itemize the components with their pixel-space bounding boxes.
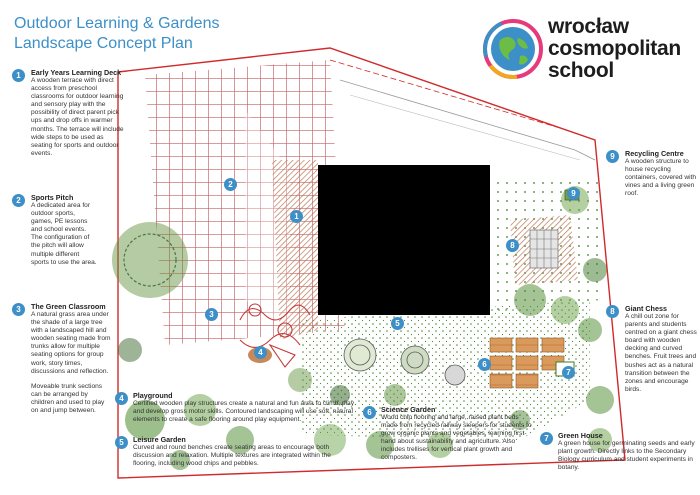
note-text: A wooden structure to house recycling co…: [625, 158, 697, 198]
note-playground: Playground Certified wooden play structu…: [133, 391, 363, 424]
note-badge-7: 7: [540, 432, 553, 445]
note-recycling-centre: Recycling Centre A wooden structure to h…: [625, 149, 697, 198]
plan-marker-6: 6: [478, 358, 491, 371]
lawn-area: [300, 300, 590, 440]
note-heading: Green House: [558, 431, 603, 440]
note-text: A natural grass area under the shade of …: [31, 311, 111, 375]
note-text: Curved and round benches create seating …: [133, 444, 331, 468]
play-structures: [239, 303, 311, 368]
trees: [112, 186, 614, 470]
note-heading: Playground: [133, 391, 173, 400]
globe-icon: [483, 19, 543, 79]
note-text: Wood chip flooring and large, raised pla…: [381, 414, 532, 462]
note-green-classroom: The Green Classroom A natural grass area…: [31, 302, 111, 415]
raised-beds: [489, 337, 565, 389]
learning-deck: [272, 160, 318, 340]
note-heading: Leisure Garden: [133, 435, 186, 444]
plan-marker-9: 9: [567, 187, 580, 200]
school-building: [318, 165, 490, 315]
note-heading: Early Years Learning Deck: [31, 68, 122, 77]
note-text-2: Moveable trunk sections can be arranged …: [31, 382, 105, 415]
note-text: A green house for germinating seeds and …: [558, 440, 695, 472]
logo-line-2: cosmopolitan: [548, 37, 681, 60]
note-badge-8: 8: [606, 305, 619, 318]
note-badge-2: 2: [12, 194, 25, 207]
note-badge-4: 4: [115, 392, 128, 405]
page-title-line-2: Landscape Concept Plan: [14, 35, 193, 52]
leisure-garden: [343, 338, 466, 386]
chess-board: [529, 229, 559, 269]
note-badge-9: 9: [606, 150, 619, 163]
note-text: A dedicated area for outdoor sports, gam…: [31, 202, 97, 266]
plan-marker-4: 4: [254, 346, 267, 359]
note-badge-6: 6: [363, 406, 376, 419]
logo-wordmark: wrocław cosmopolitan school: [548, 16, 681, 82]
plan-marker-8: 8: [506, 239, 519, 252]
note-text: A wooden terrace with direct access from…: [31, 77, 124, 157]
note-badge-1: 1: [12, 69, 25, 82]
note-leisure-garden: Leisure Garden Curved and round benches …: [133, 435, 351, 468]
note-badge-3: 3: [12, 303, 25, 316]
note-heading: The Green Classroom: [31, 302, 106, 311]
plan-marker-5: 5: [391, 317, 404, 330]
note-text: A chill out zone for parents and student…: [625, 313, 697, 393]
page-title: Outdoor Learning & Gardens Landscape Con…: [14, 14, 284, 54]
logo-line-3: school: [548, 59, 614, 82]
site-boundary: [117, 47, 626, 479]
note-giant-chess: Giant Chess A chill out zone for parents…: [625, 304, 697, 394]
plan-marker-7: 7: [562, 366, 575, 379]
plan-marker-3: 3: [205, 308, 218, 321]
note-text: Certified wooden play structures create …: [133, 400, 355, 424]
plan-marker-2: 2: [224, 178, 237, 191]
note-science-garden: Science Garden Wood chip flooring and la…: [381, 405, 533, 463]
note-heading: Sports Pitch: [31, 193, 74, 202]
school-logo: wrocław cosmopolitan school: [480, 12, 695, 90]
note-heading: Recycling Centre: [625, 149, 684, 158]
note-sports-pitch: Sports Pitch A dedicated area for outdoo…: [31, 193, 98, 267]
note-heading: Giant Chess: [625, 304, 667, 313]
note-badge-5: 5: [115, 436, 128, 449]
note-early-years-deck: Early Years Learning Deck A wooden terra…: [31, 68, 124, 158]
plan-marker-1: 1: [290, 210, 303, 223]
page-title-line-1: Outdoor Learning & Gardens: [14, 15, 220, 32]
note-green-house: Green House A green house for germinatin…: [558, 431, 696, 472]
logo-line-1: wrocław: [548, 15, 629, 38]
note-heading: Science Garden: [381, 405, 436, 414]
